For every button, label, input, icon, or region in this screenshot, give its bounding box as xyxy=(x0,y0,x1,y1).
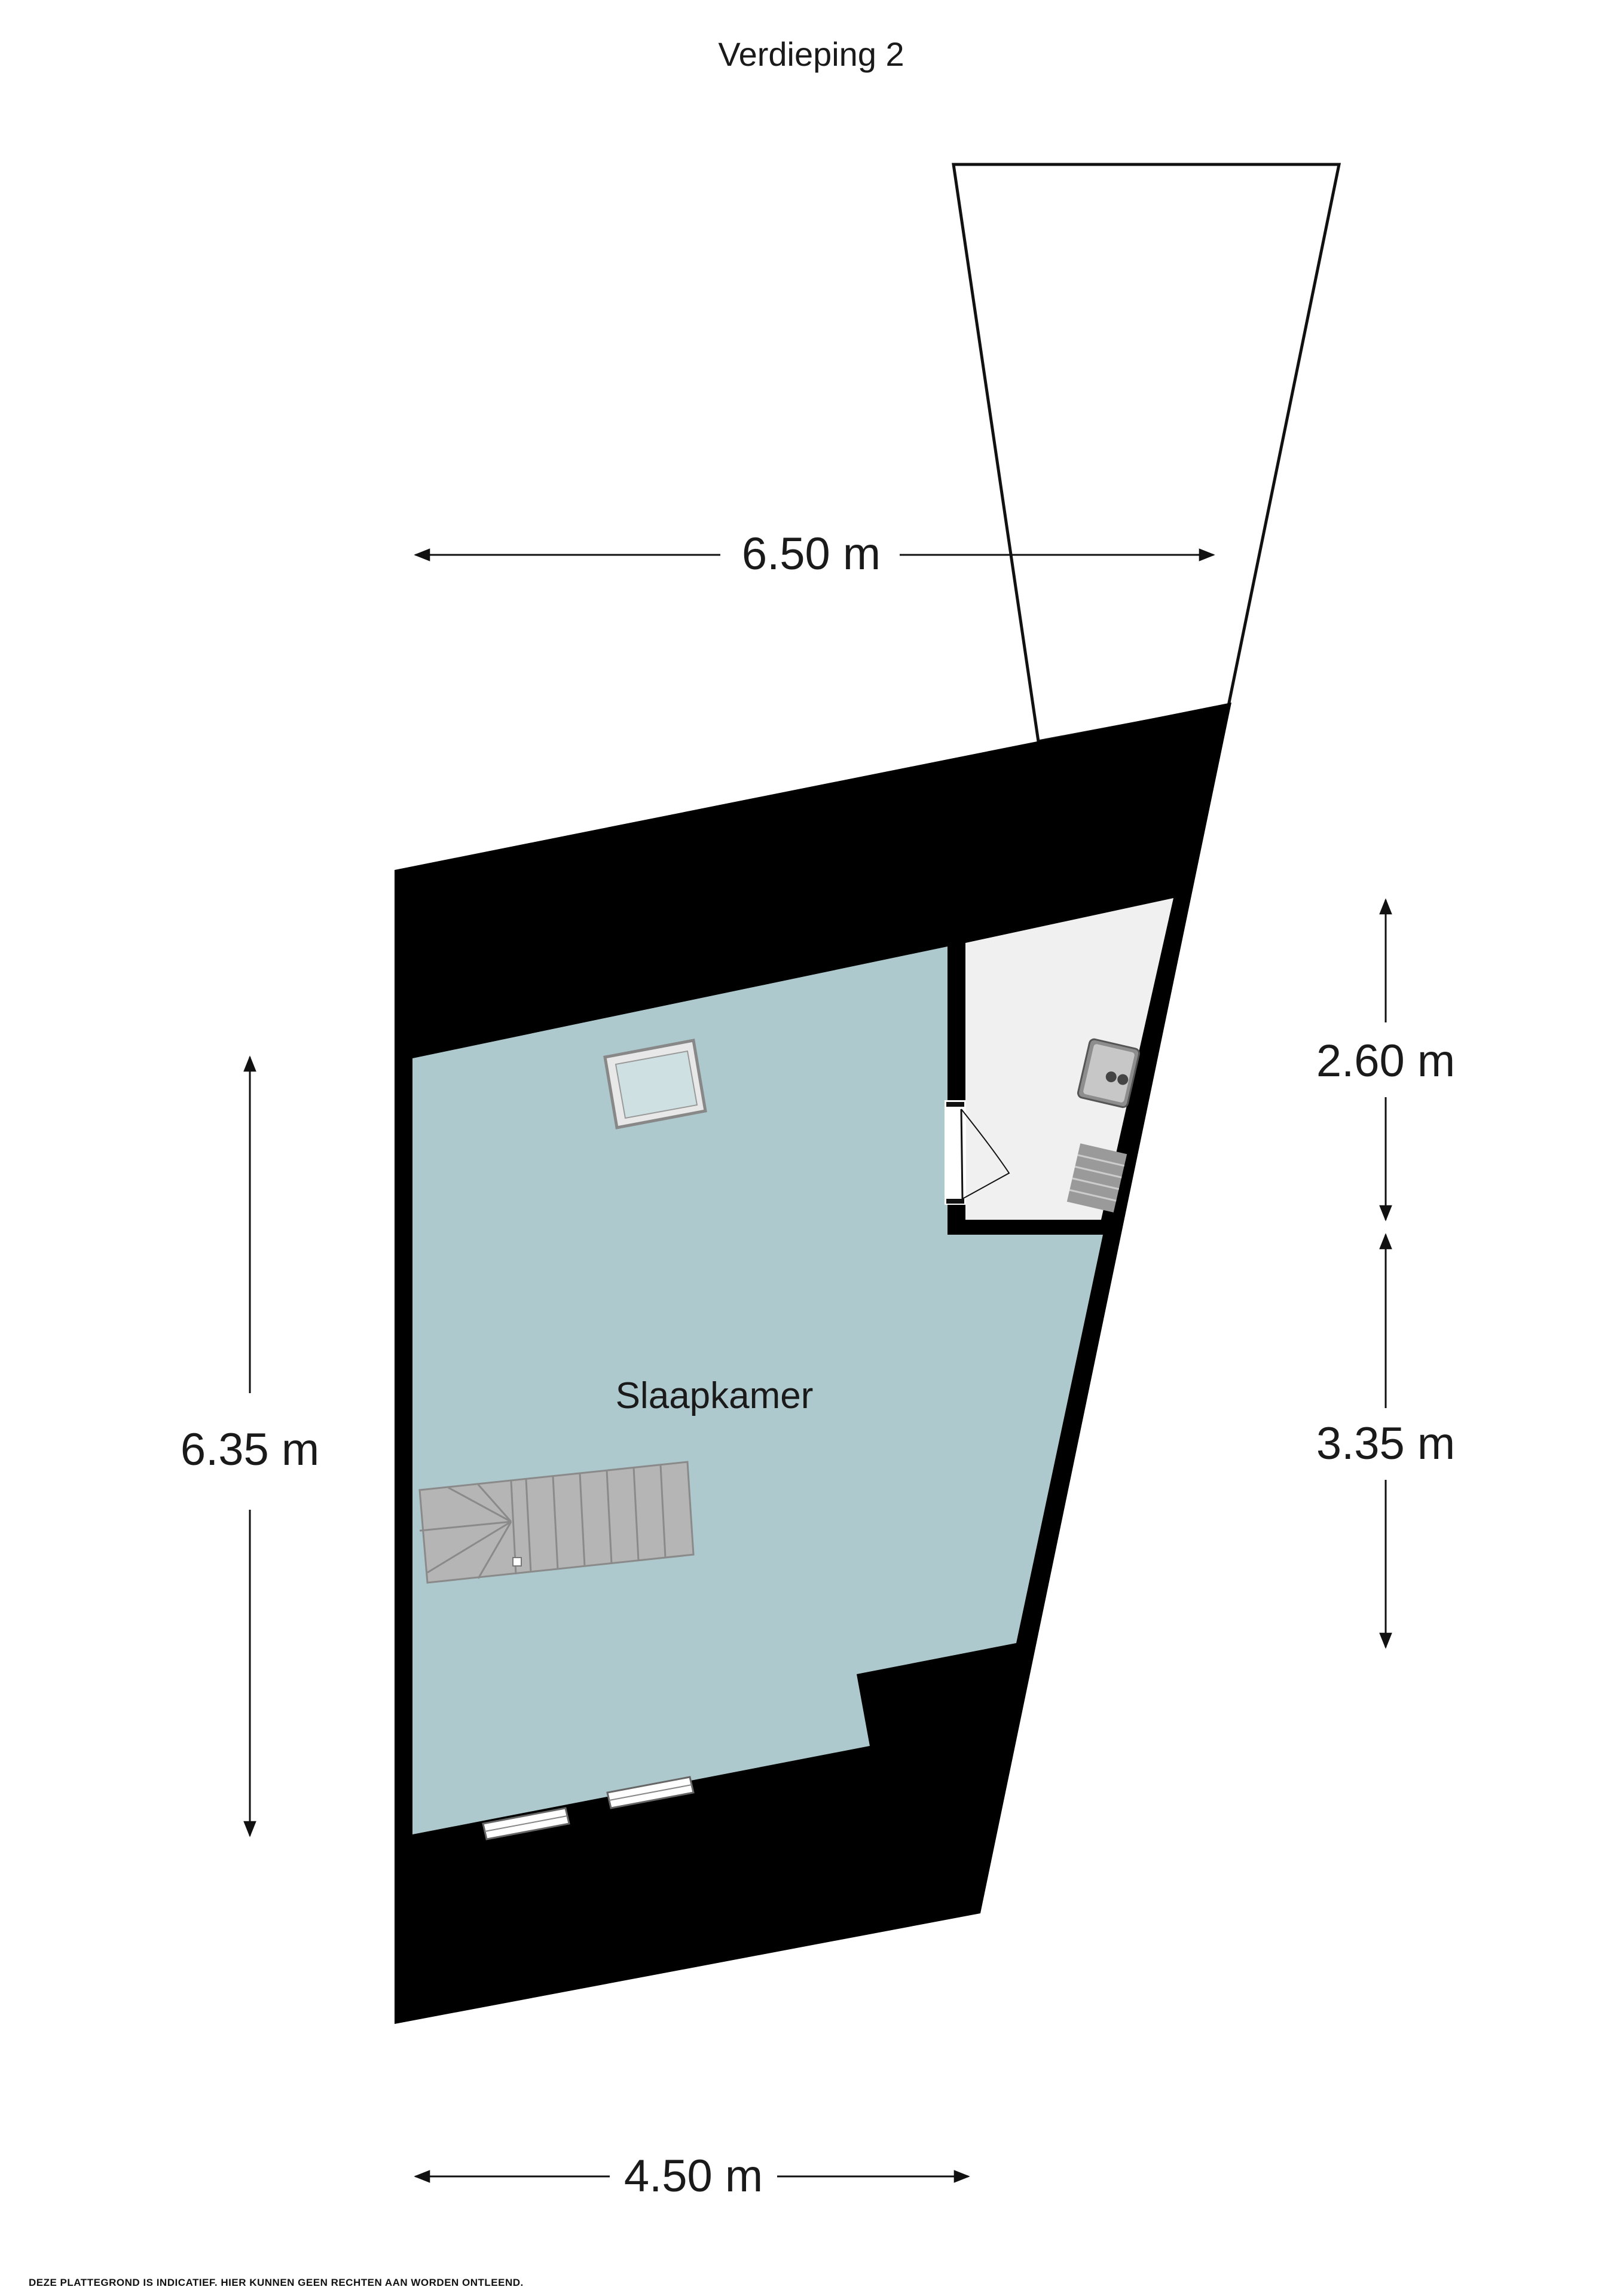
room-label-slaapkamer: Slaapkamer xyxy=(616,1375,814,1416)
room-utility xyxy=(965,898,1173,1220)
dimension-left-height: 6.35 m xyxy=(181,1055,319,1837)
radiator-icon xyxy=(1066,1143,1127,1213)
dimension-label: 3.35 m xyxy=(1316,1418,1455,1469)
window-icon xyxy=(482,1807,570,1840)
room-slaapkamer xyxy=(412,947,1103,1834)
washing-machine-icon xyxy=(1077,1038,1141,1109)
dimension-label: 6.35 m xyxy=(181,1424,319,1475)
dimension-top-width: 6.50 m xyxy=(414,529,1215,579)
dimension-right-upper: 2.60 m xyxy=(1316,898,1455,1222)
stairs-icon xyxy=(418,1461,695,1584)
roof-outline xyxy=(952,163,1341,743)
disclaimer-text: DEZE PLATTEGROND IS INDICATIEF. HIER KUN… xyxy=(29,2277,524,2288)
dimension-label: 2.60 m xyxy=(1316,1036,1455,1086)
door-swing-icon xyxy=(946,1102,1010,1204)
dimension-right-lower: 3.35 m xyxy=(1316,1233,1455,1649)
dimension-bottom-width: 4.50 m xyxy=(414,2151,970,2202)
skylight-icon xyxy=(603,1039,707,1129)
window-icon xyxy=(606,1776,695,1809)
floor-title: Verdieping 2 xyxy=(718,35,904,73)
dimension-label: 4.50 m xyxy=(624,2151,763,2202)
dimension-label: 6.50 m xyxy=(742,529,881,579)
